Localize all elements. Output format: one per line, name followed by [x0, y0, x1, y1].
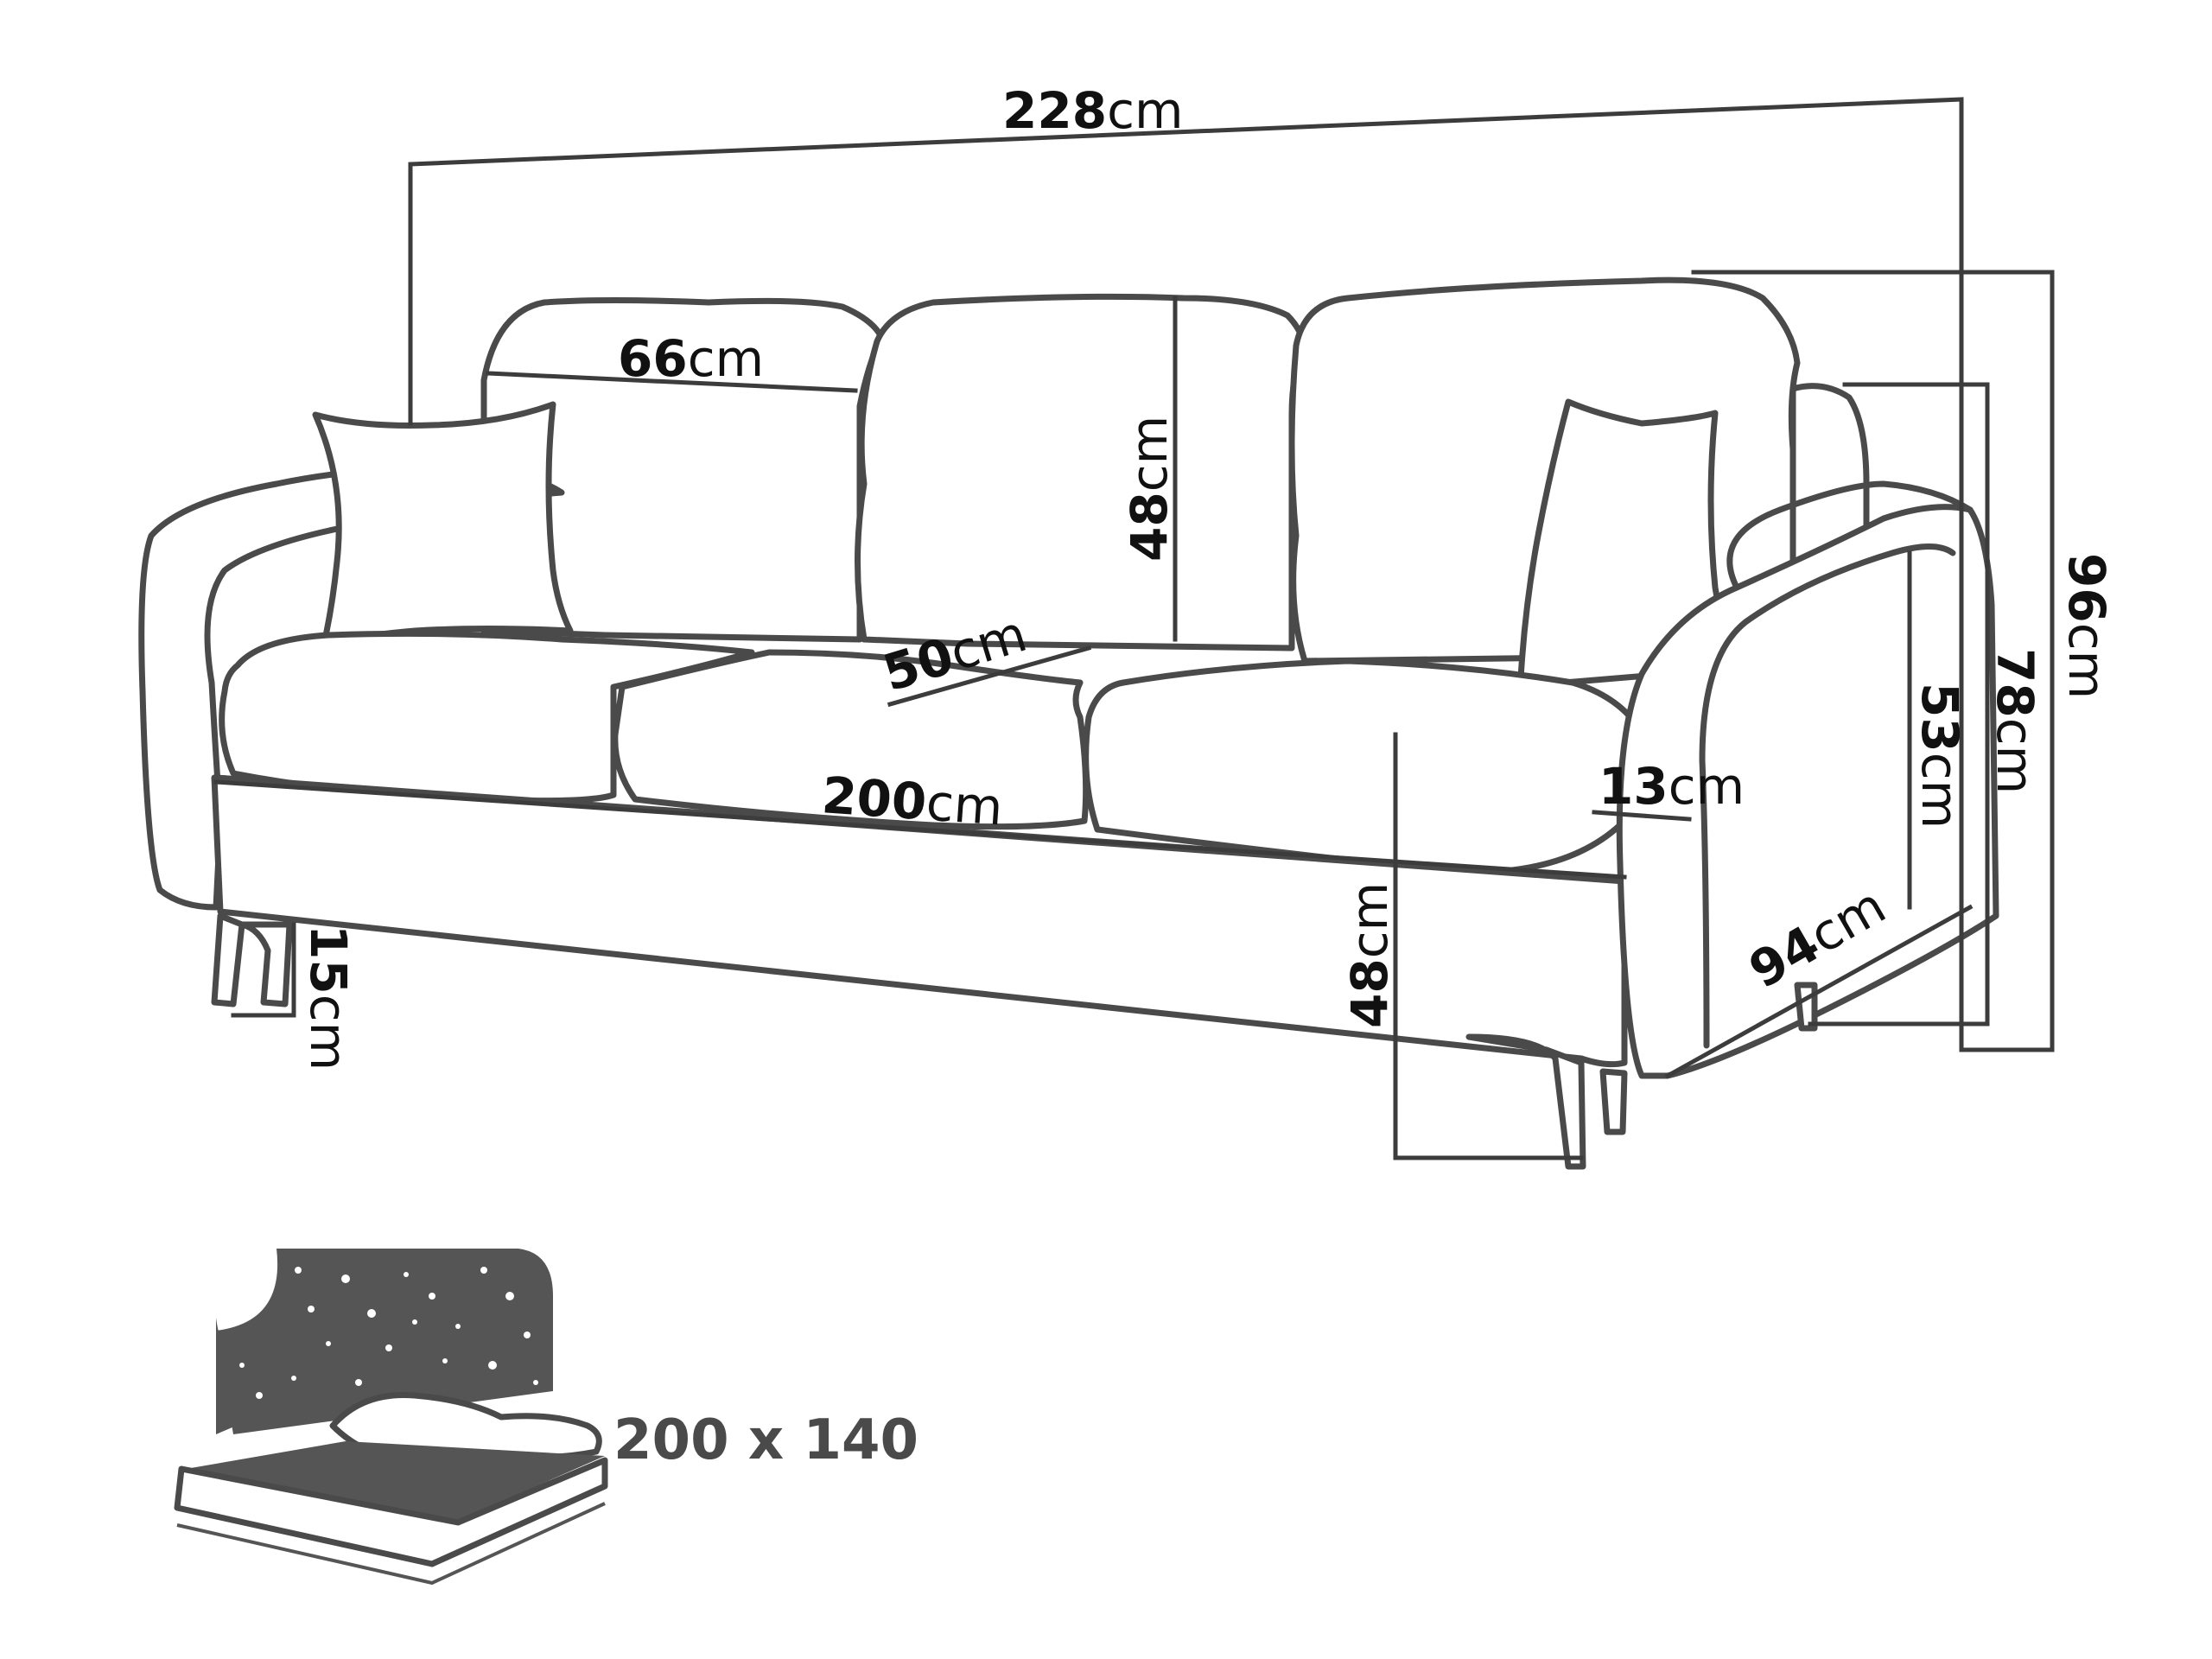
label-leg-height: 15cm [299, 925, 358, 1071]
label-total-height: 96cm [2057, 553, 2116, 699]
dim-line-total-height [1691, 270, 2055, 1052]
leg-front-left-inner [238, 921, 293, 1007]
sofa-illustration [138, 276, 1999, 1170]
night-sky [216, 1249, 553, 1434]
label-backrest-height: 48cm [1120, 416, 1179, 562]
dim-line-back-height [1808, 382, 1990, 1027]
dim-line-cushion-width [486, 371, 858, 393]
bed-icon: 200 x 140 [174, 1249, 918, 1586]
label-back-height: 78cm [1986, 648, 2044, 794]
dim-line-armrest-width [1592, 810, 1692, 822]
dim-line-seat-width [213, 779, 1627, 880]
leg-right-arm [1599, 1068, 1628, 1135]
bed-mattress-top [186, 1441, 605, 1521]
label-seat-width: 200cm [820, 766, 1005, 836]
stars [239, 1267, 538, 1399]
back-cushion-middle [855, 293, 1308, 652]
dim-line-seat-depth [887, 645, 1092, 708]
dim-line-depth [1664, 904, 1974, 1079]
leg-front-left [211, 912, 245, 1007]
dim-line-seat-height [1393, 732, 1584, 1160]
night-sky-crescent [216, 1318, 276, 1434]
pillow-left [312, 401, 574, 647]
bed-frame [174, 1457, 608, 1567]
dim-line-total-width [408, 97, 1964, 1052]
bed-size-label: 200 x 140 [613, 1408, 918, 1472]
bed-width-arrow [176, 1502, 606, 1586]
right-armrest-top [1726, 480, 1974, 591]
label-armrest-height: 53cm [1910, 683, 1969, 829]
sofa-base [211, 774, 1628, 1068]
dim-line-leg-height [231, 922, 296, 1018]
dimension-labels: 228cm 66cm 48cm 50cm 200cm 13cm 48cm 15c… [299, 81, 2116, 1071]
label-cushion-width: 66cm [618, 329, 764, 388]
right-armrest [1616, 504, 1999, 1079]
seat-cushion-middle [612, 649, 1090, 830]
seat-cushion-right [1083, 658, 1641, 876]
leg-front-right [1465, 1033, 1586, 1170]
label-armrest-width: 13cm [1599, 757, 1745, 816]
right-armrest-inner [1699, 543, 1956, 1049]
label-total-width: 228cm [1002, 81, 1183, 140]
dimension-lines [213, 97, 2055, 1160]
label-seat-height: 48cm [1340, 882, 1399, 1028]
